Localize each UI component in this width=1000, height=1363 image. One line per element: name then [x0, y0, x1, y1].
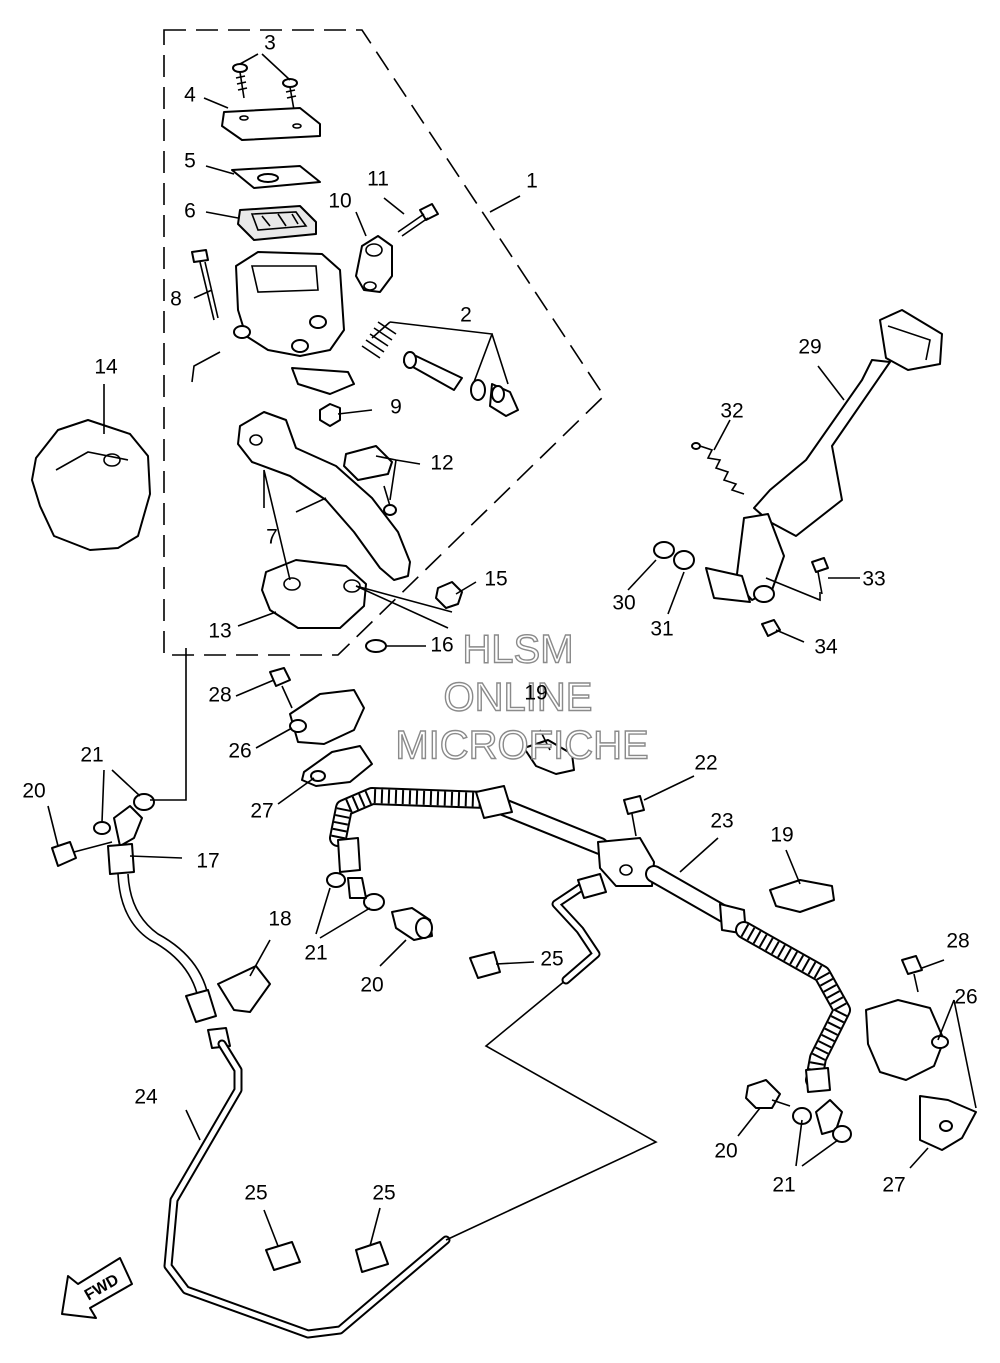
lever-holder: [261, 559, 367, 629]
label-17: 17: [196, 850, 219, 873]
label-9: 9: [390, 396, 402, 419]
label-5: 5: [184, 150, 196, 173]
lever-pin: [435, 581, 463, 609]
clamp-19a: [523, 739, 575, 775]
brake-lever: [237, 411, 411, 581]
washer-16: [365, 639, 387, 653]
hose-junction: [597, 837, 655, 887]
label-27: 27: [250, 800, 273, 823]
label-28b: 28: [946, 930, 969, 953]
piston-kit: [361, 321, 519, 417]
master-cylinder-group: [191, 63, 519, 653]
brake-pedal: [653, 309, 943, 637]
bolt-22: [623, 795, 645, 815]
hose-clip-18: [217, 965, 271, 1013]
label-25: 25: [540, 948, 563, 971]
fwd-arrow: FWD: [61, 1257, 133, 1319]
handlebar-clamp: [355, 235, 393, 293]
label-4: 4: [184, 84, 196, 107]
label-22: 22: [694, 752, 717, 775]
label-8: 8: [170, 288, 182, 311]
label-20b: 20: [360, 974, 383, 997]
lever-pivot-bolt: [191, 249, 209, 263]
label-21b: 21: [304, 942, 327, 965]
label-25c: 25: [372, 1182, 395, 1205]
label-7: 7: [266, 526, 278, 549]
label-3: 3: [264, 32, 276, 55]
lever-guard: [31, 419, 151, 551]
label-34: 34: [814, 636, 838, 659]
watermark-line-1: HLSM: [462, 628, 573, 672]
label-33: 33: [862, 568, 885, 591]
label-2: 2: [460, 304, 472, 327]
label-28: 28: [208, 684, 231, 707]
label-12: 12: [430, 452, 453, 475]
watermark-line-3: MICROFICHE: [395, 724, 648, 768]
hose-holder-26a: [289, 689, 365, 745]
grommet-25c: [355, 1241, 389, 1273]
label-25b: 25: [244, 1182, 267, 1205]
label-29: 29: [798, 336, 821, 359]
label-11: 11: [367, 168, 389, 191]
clamp-19b: [769, 879, 835, 913]
bolt-28b: [901, 955, 923, 975]
leader-lines: [47, 53, 977, 1247]
label-32: 32: [720, 400, 743, 423]
label-23: 23: [710, 810, 733, 833]
label-21: 21: [80, 744, 103, 767]
brake-switch: [343, 445, 393, 481]
assembly-boundary: [163, 29, 606, 656]
brake-pipe: [163, 1039, 451, 1339]
label-26b: 26: [954, 986, 977, 1009]
label-20c: 20: [714, 1140, 737, 1163]
label-14: 14: [94, 356, 118, 379]
grommet-25a: [469, 951, 501, 979]
label-27b: 27: [882, 1174, 905, 1197]
label-13: 13: [208, 620, 231, 643]
label-26: 26: [228, 740, 251, 763]
grommet-25b: [265, 1241, 301, 1271]
label-10: 10: [328, 190, 351, 213]
upper-brake-hose: [51, 793, 231, 1049]
clamp-bolt: [419, 203, 439, 221]
label-24: 24: [134, 1086, 158, 1109]
lever-nut: [319, 403, 341, 427]
label-19: 19: [524, 682, 547, 705]
label-16: 16: [430, 634, 453, 657]
label-1: 1: [526, 170, 538, 193]
label-30: 30: [612, 592, 635, 615]
label-6: 6: [184, 200, 196, 223]
bolt-20-right: [745, 1079, 781, 1109]
callout-labels: 1 2 3 4 5 6 7 8 9 10 11 12 13 14 15 16 1…: [22, 32, 977, 1205]
label-15: 15: [484, 568, 507, 591]
label-21c: 21: [772, 1174, 795, 1197]
pipe-break-line: [445, 979, 658, 1241]
watermark: HLSM ONLINE MICROFICHE: [395, 627, 650, 768]
watermark-line-2: ONLINE: [444, 676, 593, 720]
label-19b: 19: [770, 824, 793, 847]
guide-line: [150, 648, 187, 801]
hose-holder-26b: [865, 999, 945, 1081]
label-18: 18: [268, 908, 291, 931]
reservoir-cap: [221, 107, 321, 141]
screw-part: [232, 63, 298, 111]
bolt-28a: [269, 667, 291, 687]
label-31: 31: [650, 618, 673, 641]
label-20: 20: [22, 780, 45, 803]
